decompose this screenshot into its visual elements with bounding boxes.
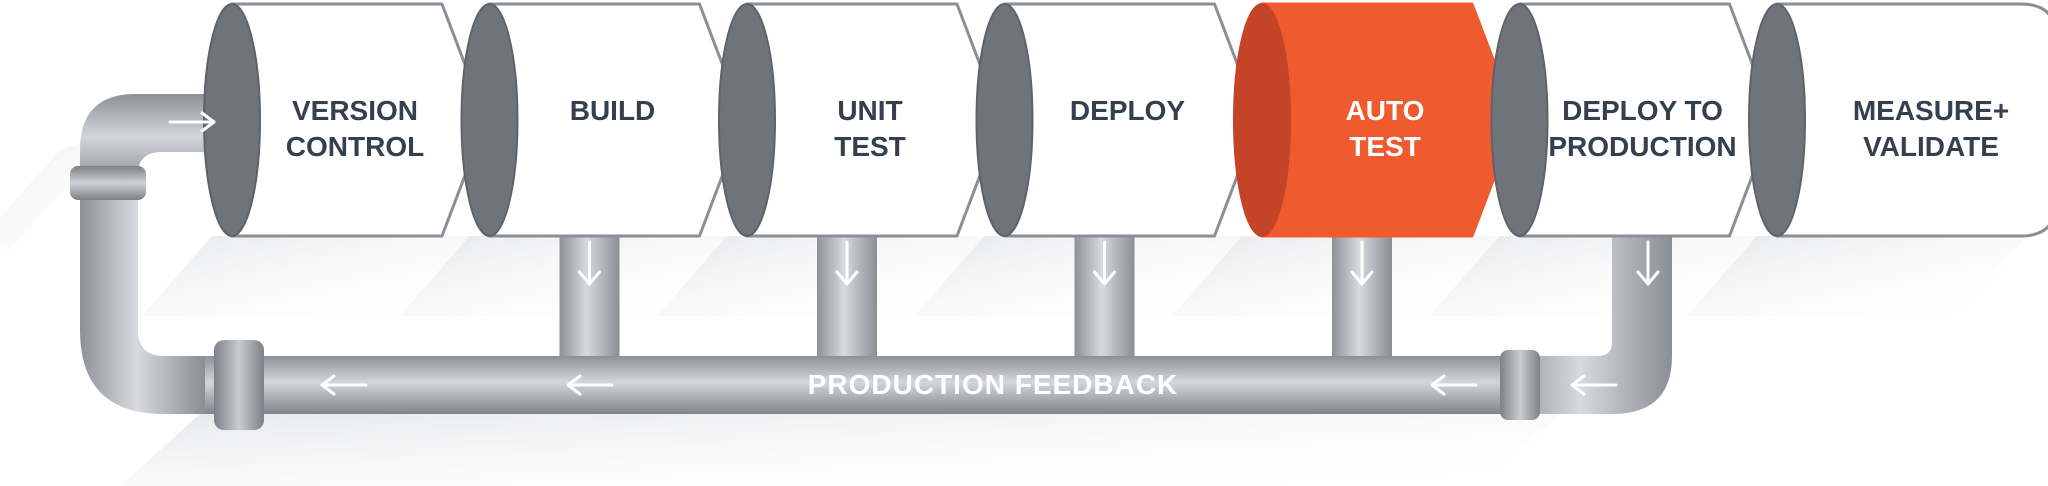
left-arrow-icon — [320, 374, 368, 396]
down-arrow-icon — [1350, 240, 1374, 286]
stage-shadow — [142, 236, 482, 316]
stage-measure-validate: MEASURE+ VALIDATE — [1748, 2, 2048, 238]
stage-label-line: VALIDATE — [1863, 131, 1999, 162]
stage-body — [1775, 2, 2048, 238]
left-arrow-icon — [566, 374, 614, 396]
stage-cylinder-end — [1233, 3, 1291, 237]
stage-label-line: BUILD — [570, 95, 656, 126]
down-arrow-icon — [1636, 240, 1660, 286]
return-pipe-elbow-bottom — [80, 180, 205, 414]
stage-cylinder-end — [718, 3, 776, 237]
stage-cylinder-end — [460, 3, 519, 237]
stage-cylinder-end — [1748, 3, 1806, 237]
stage-build: BUILD — [460, 2, 745, 238]
stage-label-line: MEASURE+ — [1853, 95, 2009, 126]
stage-label-line: AUTO — [1346, 95, 1425, 126]
stage-label-line: DEPLOY TO — [1562, 95, 1723, 126]
stage-label-line: TEST — [1349, 131, 1421, 162]
stage-unit-test: UNIT TEST — [718, 2, 1003, 238]
stage-deploy-to-production: DEPLOY TO PRODUCTION — [1490, 2, 1775, 238]
stage-cylinder-end — [1490, 3, 1549, 237]
flow-arrows — [168, 111, 1660, 396]
return-pipe-coupling — [70, 166, 146, 200]
stage-shadow — [1429, 236, 1770, 316]
down-arrow-icon — [835, 240, 859, 286]
pipe-shadow — [120, 414, 1560, 486]
down-arrow-icon — [578, 240, 601, 286]
stage-auto-test: AUTO TEST — [1233, 2, 1518, 238]
feedback-pipe — [205, 356, 1525, 414]
right-arrow-icon — [168, 111, 216, 133]
stage-shadow — [1687, 236, 2027, 316]
stage-label-line: DEPLOY — [1070, 95, 1185, 126]
stage-label-line: VERSION — [292, 95, 418, 126]
stage-deploy: DEPLOY — [975, 2, 1260, 238]
stage-label-line: CONTROL — [286, 131, 424, 162]
production-elbow-pipe — [1505, 232, 1672, 414]
stage-label-line: PRODUCTION — [1548, 131, 1736, 162]
feedback-pipe-left-coupling — [214, 340, 264, 430]
stage-cylinder-end — [975, 3, 1034, 237]
stage-label-line: TEST — [834, 131, 906, 162]
stage-version-control: VERSION CONTROL — [203, 2, 488, 238]
left-arrow-icon — [1430, 374, 1478, 396]
down-arrow-icon — [1093, 240, 1116, 286]
left-arrow-icon — [1570, 374, 1618, 396]
stage-label-line: UNIT — [837, 95, 902, 126]
pipeline-stages: VERSION CONTROL BUILD UNIT TEST DEPLOY AUTO TES… — [203, 2, 2048, 238]
production-feedback-label: PRODUCTION FEEDBACK — [808, 369, 1179, 400]
feedback-pipe-right-coupling — [1500, 350, 1540, 420]
stage-cylinder-end — [203, 3, 261, 237]
feedback-pipe-system — [70, 94, 1672, 430]
